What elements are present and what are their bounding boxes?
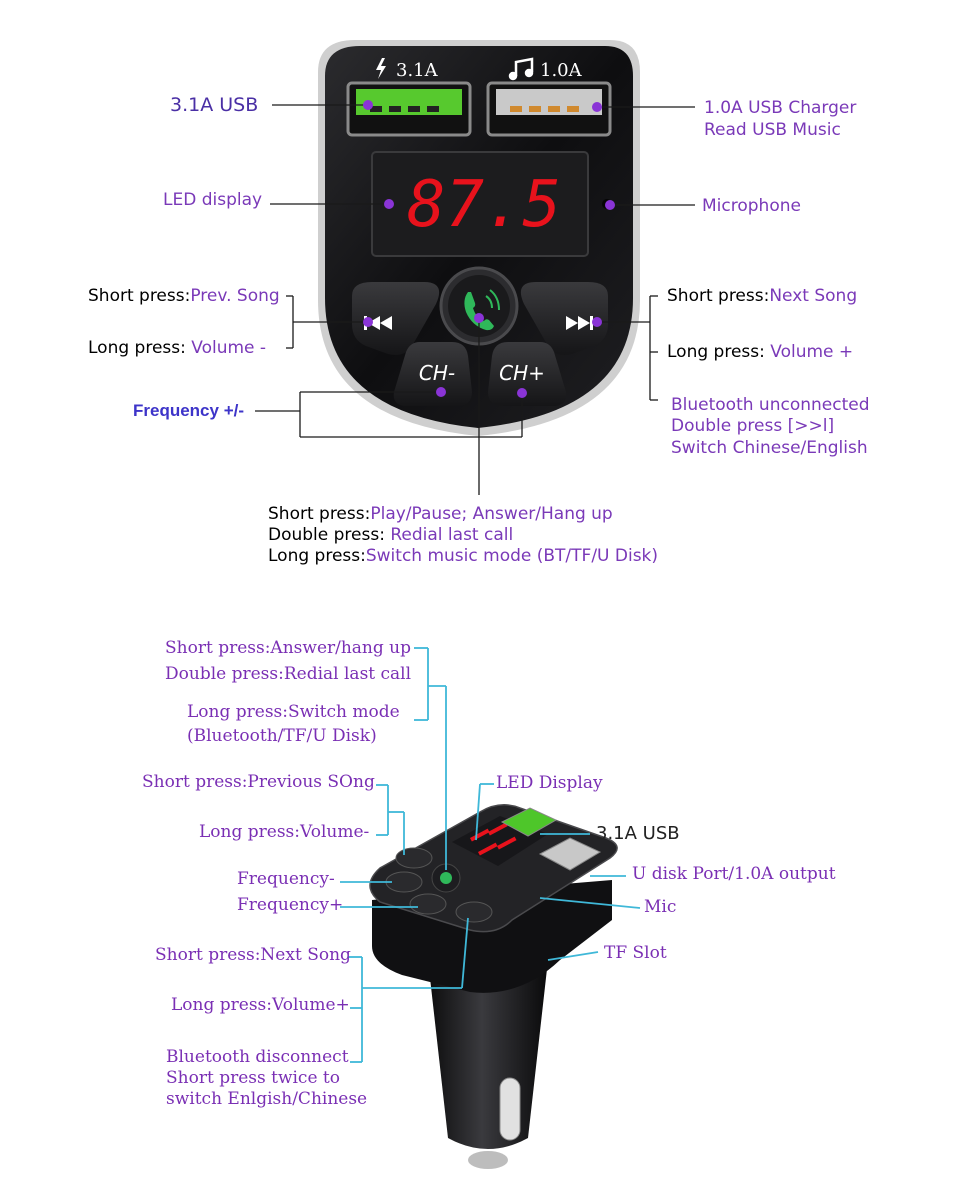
next-button <box>520 282 608 355</box>
label-center-long: Long press:Switch music mode (BT/TF/U Di… <box>268 546 658 566</box>
top-device <box>318 40 640 436</box>
label-bottom-led-display: LED Display <box>496 773 603 793</box>
display-digits: 87.5 <box>407 168 561 242</box>
label-bt-line2: Double press [>>l] <box>671 416 835 436</box>
label-redial: Double press:Redial last call <box>165 664 412 684</box>
label-center-short: Short press:Play/Pause; Answer/Hang up <box>268 504 613 524</box>
center-double-value: Redial last call <box>390 525 514 545</box>
prev-long-prefix: Long press: <box>88 338 186 358</box>
center-short-prefix: Short press: <box>268 504 371 524</box>
prev-short-value: Prev. Song <box>190 286 280 306</box>
next-icon <box>566 316 593 330</box>
label-mic: Mic <box>644 897 677 917</box>
top-leader-lines <box>255 104 695 495</box>
port-right-label: 1.0A <box>540 60 583 81</box>
label-freq-minus: Frequency- <box>237 869 335 889</box>
port-left-label: 3.1A <box>396 60 439 81</box>
label-bt-disconnect: Bluetooth disconnect <box>166 1047 349 1067</box>
next-long-value: Volume + <box>770 342 854 362</box>
ch-minus-label: CH- <box>419 361 455 385</box>
label-bt-line3: Switch Chinese/English <box>671 438 868 458</box>
ch-plus-button <box>488 342 567 406</box>
label-next-song: Short press:Next Song <box>155 945 351 965</box>
label-udisk-port: U disk Port/1.0A output <box>632 864 836 884</box>
label-10a-charger: 1.0A USB Charger <box>704 98 857 118</box>
label-bt-line1: Bluetooth unconnected <box>671 395 870 415</box>
bottom-leader-lines <box>340 647 641 1063</box>
label-microphone: Microphone <box>702 196 801 216</box>
label-next-short: Short press:Next Song <box>667 286 857 306</box>
next-short-prefix: Short press: <box>667 286 770 306</box>
next-short-value: Next Song <box>769 286 858 306</box>
phone-icon <box>464 289 500 331</box>
label-center-double: Double press: Redial last call <box>268 525 513 545</box>
label-prev-long: Long press: Volume - <box>88 338 266 358</box>
music-note-icon <box>508 57 534 81</box>
label-tf-slot: TF Slot <box>604 943 667 963</box>
ch-minus-button <box>393 342 472 406</box>
label-led-display: LED display <box>163 190 263 210</box>
prev-short-prefix: Short press: <box>88 286 191 306</box>
label-prev-song: Short press:Previous SOng <box>142 772 375 792</box>
center-short-value: Play/Pause; Answer/Hang up <box>370 504 613 524</box>
label-next-long: Long press: Volume + <box>667 342 853 362</box>
bottom-device <box>369 804 618 1169</box>
label-prev-short: Short press:Prev. Song <box>88 286 280 306</box>
label-31a-usb: 3.1A USB <box>170 94 259 116</box>
label-switch-mode-1: Long press:Switch mode <box>187 702 400 722</box>
center-double-prefix: Double press: <box>268 525 385 545</box>
label-read-usb-music: Read USB Music <box>704 120 841 140</box>
lightning-icon <box>376 58 386 79</box>
ch-plus-label: CH+ <box>499 361 545 385</box>
next-long-prefix: Long press: <box>667 342 765 362</box>
label-frequency: Frequency +/- <box>133 401 245 420</box>
center-long-prefix: Long press: <box>268 546 366 566</box>
prev-long-value: Volume - <box>191 338 267 358</box>
label-bottom-31a-usb: 3.1A USB <box>596 823 680 844</box>
label-answer: Short press:Answer/hang up <box>165 638 412 658</box>
prev-button <box>352 282 440 355</box>
label-bt-switch-lang: switch Enlgish/Chinese <box>166 1089 368 1109</box>
label-bt-short-twice: Short press twice to <box>166 1068 340 1088</box>
label-switch-mode-2: (Bluetooth/TF/U Disk) <box>187 726 377 746</box>
top-leader-dots <box>363 100 615 398</box>
label-freq-plus: Frequency+ <box>237 895 344 915</box>
label-vol-minus: Long press:Volume- <box>199 822 370 842</box>
center-long-value: Switch music mode (BT/TF/U Disk) <box>365 546 659 566</box>
label-vol-plus: Long press:Volume+ <box>171 995 350 1015</box>
